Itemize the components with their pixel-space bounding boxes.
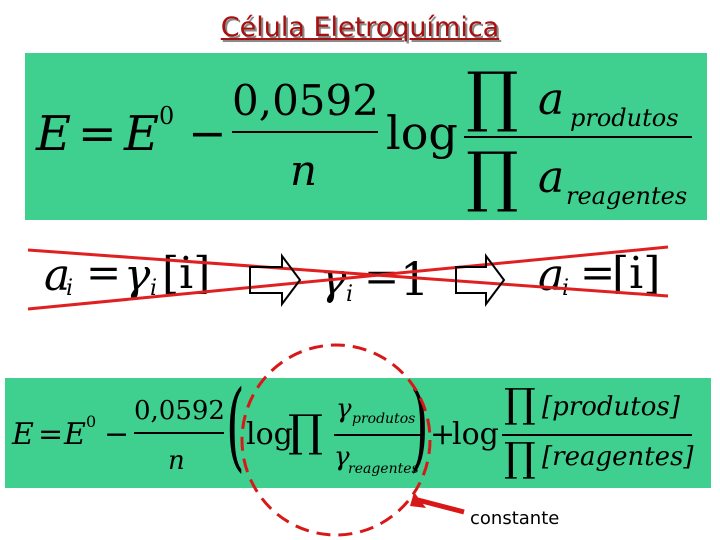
log-operator: log — [386, 106, 458, 160]
constant-label: constante — [470, 508, 560, 529]
expanded-equation-box — [5, 378, 711, 488]
cross-line-1 — [27, 248, 669, 298]
implies-arrow-icon — [455, 253, 506, 307]
concentration: [i] — [612, 248, 661, 299]
minus-sign: − — [188, 106, 227, 160]
plus-sign: + — [430, 417, 456, 452]
subscript-i: i — [346, 282, 354, 307]
equals-sign: = — [580, 248, 616, 297]
superscript-zero: 0 — [159, 102, 175, 130]
activity-bottom: a — [538, 152, 565, 203]
symbol-E: E — [12, 417, 34, 452]
dashed-highlight-circle — [240, 343, 432, 537]
page-title: Célula Eletroquímica — [220, 12, 500, 43]
pointer-arrow-head — [410, 492, 426, 508]
activity-a: a — [538, 250, 565, 301]
product-symbol: ∏ — [288, 406, 324, 457]
symbol-E0: E — [64, 417, 86, 452]
fraction-numerator: 0,0592 — [232, 76, 379, 125]
symbol-E0: E — [124, 106, 160, 162]
fraction-bar — [134, 432, 224, 434]
fraction-numerator: 0,0592 — [134, 396, 225, 426]
product-symbol-bottom: ∏ — [466, 138, 519, 215]
gamma-fraction-bar — [334, 434, 424, 436]
product-symbol-bottom: ∏ — [504, 435, 536, 481]
activity-a: a — [44, 250, 71, 301]
subscript-i: i — [150, 276, 158, 301]
log-operator: log — [246, 417, 293, 452]
subscript-produtos: produtos — [570, 104, 679, 132]
log-operator: log — [452, 417, 499, 452]
subscript-i: i — [66, 276, 74, 301]
fraction-denominator: n — [168, 446, 185, 476]
right-parenthesis: ) — [410, 370, 429, 482]
pointer-arrow-shaft — [417, 497, 465, 515]
concentration-fraction-bar — [502, 434, 692, 436]
subscript-reagentes: reagentes — [348, 461, 419, 477]
equals-sign: = — [78, 106, 117, 160]
gamma-top: γ — [336, 394, 352, 424]
product-symbol-top: ∏ — [466, 58, 519, 135]
left-parenthesis: ( — [226, 370, 245, 482]
minus-sign: − — [104, 417, 130, 452]
subscript-reagentes: reagentes — [566, 182, 688, 210]
fraction-bar — [232, 131, 378, 133]
equals-sign: = — [86, 248, 122, 297]
product-symbol-top: ∏ — [504, 381, 536, 427]
cross-line-2 — [27, 245, 669, 311]
symbol-E: E — [36, 106, 72, 162]
concentration-produtos: [produtos] — [542, 392, 680, 422]
subscript-produtos: produtos — [352, 411, 416, 427]
equals-sign: = — [38, 417, 64, 452]
log-fraction-bar — [464, 136, 692, 138]
superscript-zero: 0 — [86, 412, 97, 431]
gamma: γ — [124, 250, 151, 301]
activity-top: a — [538, 74, 565, 125]
gamma-bottom: γ — [334, 442, 350, 472]
fraction-denominator: n — [290, 146, 318, 195]
implies-arrow-icon — [249, 253, 302, 307]
concentration-reagentes: [reagentes] — [542, 442, 694, 472]
